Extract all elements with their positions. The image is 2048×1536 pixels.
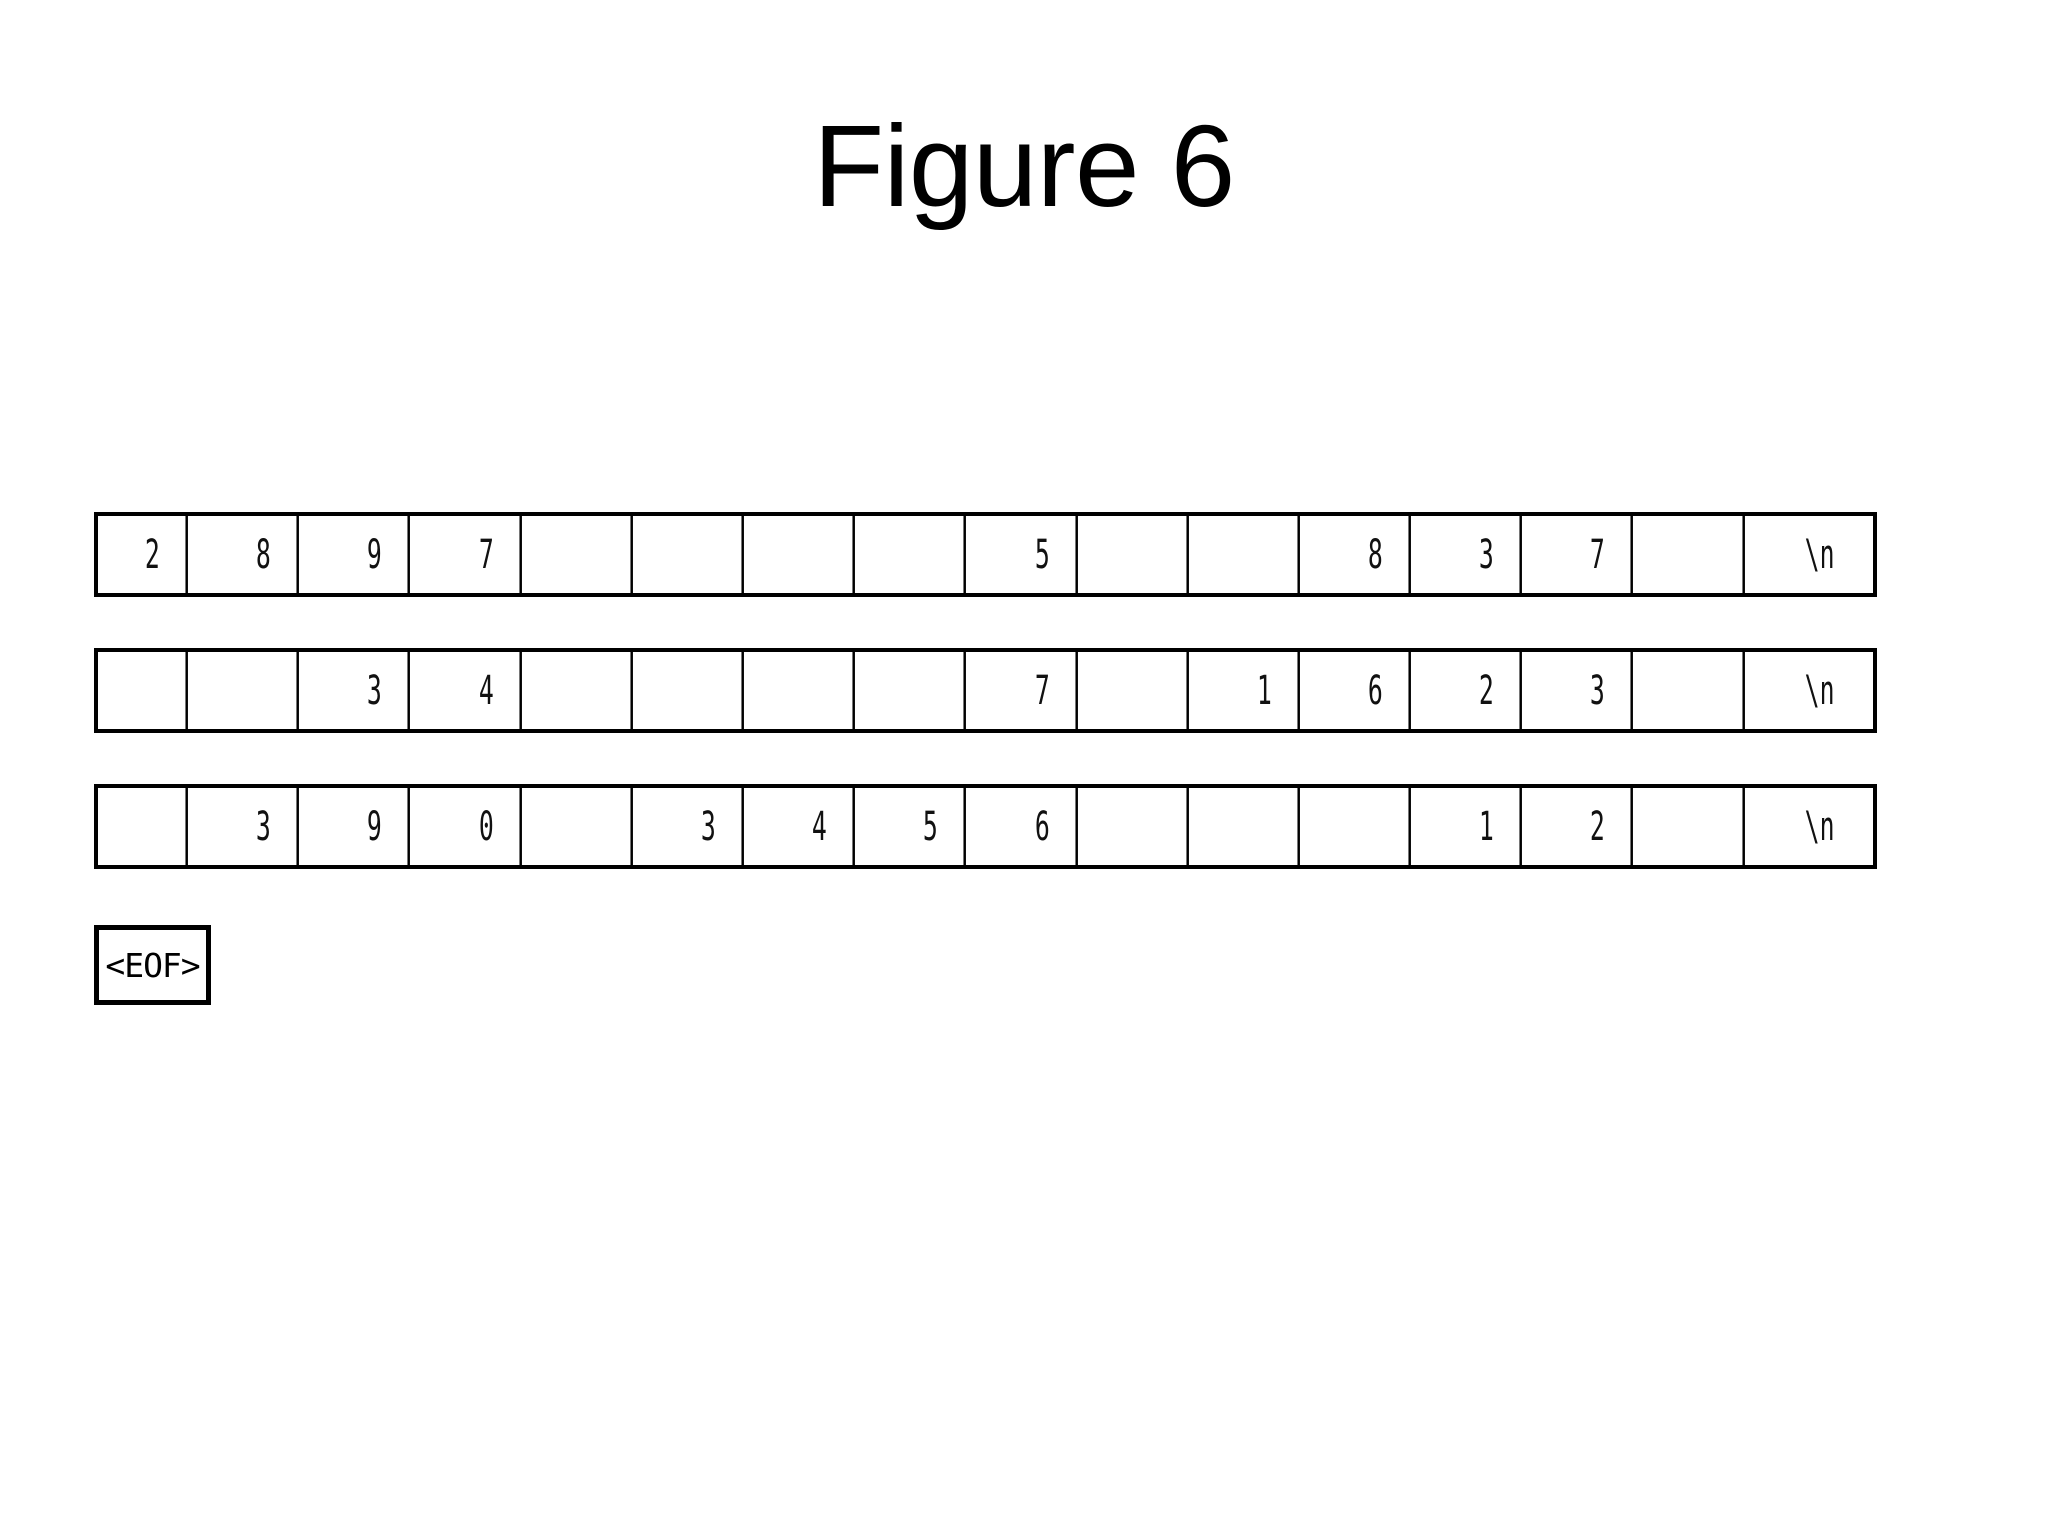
tape-cell-newline: \n <box>1786 788 1853 865</box>
tape-cell: 4 <box>786 788 856 865</box>
tape-cell: 8 <box>1342 516 1412 593</box>
tape-cell: 0 <box>452 788 522 865</box>
tape-row: 2 8 9 7 5 8 3 7 \n <box>94 512 1877 597</box>
tape-cell: 3 <box>341 652 411 729</box>
tape-cell: 3 <box>1453 516 1523 593</box>
tape-cell <box>1342 788 1412 865</box>
page-title: Figure 6 <box>813 101 1235 231</box>
tape-cell <box>563 652 633 729</box>
tape-cell: 3 <box>675 788 744 865</box>
tape-cell <box>786 516 856 593</box>
tape-cell: 2 <box>1453 652 1523 729</box>
tape-cell: 2 <box>1564 788 1634 865</box>
tape-cell: 1 <box>1231 652 1300 729</box>
tape-cell <box>563 516 633 593</box>
tape-cell: 5 <box>1008 516 1078 593</box>
tape-cell-newline: \n <box>1786 516 1853 593</box>
tape-cell <box>1231 516 1300 593</box>
tape-cell: 4 <box>452 652 522 729</box>
tape-cell: 7 <box>1008 652 1078 729</box>
tape-cell <box>1675 788 1745 865</box>
tape-cell: 9 <box>341 788 411 865</box>
tape-cell: 6 <box>1008 788 1078 865</box>
tape-cell <box>119 652 189 729</box>
eof-marker: <EOF> <box>94 925 211 1005</box>
tape-cell: 5 <box>897 788 967 865</box>
tape-cell <box>1119 652 1189 729</box>
tape-cell: 8 <box>230 516 300 593</box>
tape-row: 3 9 0 3 4 5 6 1 2 \n <box>94 784 1877 869</box>
tape-cell <box>1231 788 1300 865</box>
tape-cell <box>563 788 633 865</box>
tape-cell <box>1119 516 1189 593</box>
tape-cell: 3 <box>1564 652 1634 729</box>
tape-cell <box>1675 516 1745 593</box>
tape-cell-newline: \n <box>1786 652 1853 729</box>
tape-cell: 1 <box>1453 788 1523 865</box>
tape-cell <box>1675 652 1745 729</box>
tape-cell: 7 <box>1564 516 1634 593</box>
tape-cell: 2 <box>119 516 189 593</box>
tape-cell: 3 <box>230 788 300 865</box>
tape-cell <box>675 652 744 729</box>
tape-cell <box>230 652 300 729</box>
tape-cell: 6 <box>1342 652 1412 729</box>
tape-cell <box>119 788 189 865</box>
tape-cell <box>786 652 856 729</box>
tape-cell <box>675 516 744 593</box>
tape-cell <box>1119 788 1189 865</box>
tape-row: 3 4 7 1 6 2 3 \n <box>94 648 1877 733</box>
tape-cell: 9 <box>341 516 411 593</box>
tape-cell <box>897 516 967 593</box>
tape-cell: 7 <box>452 516 522 593</box>
tape-cell <box>897 652 967 729</box>
